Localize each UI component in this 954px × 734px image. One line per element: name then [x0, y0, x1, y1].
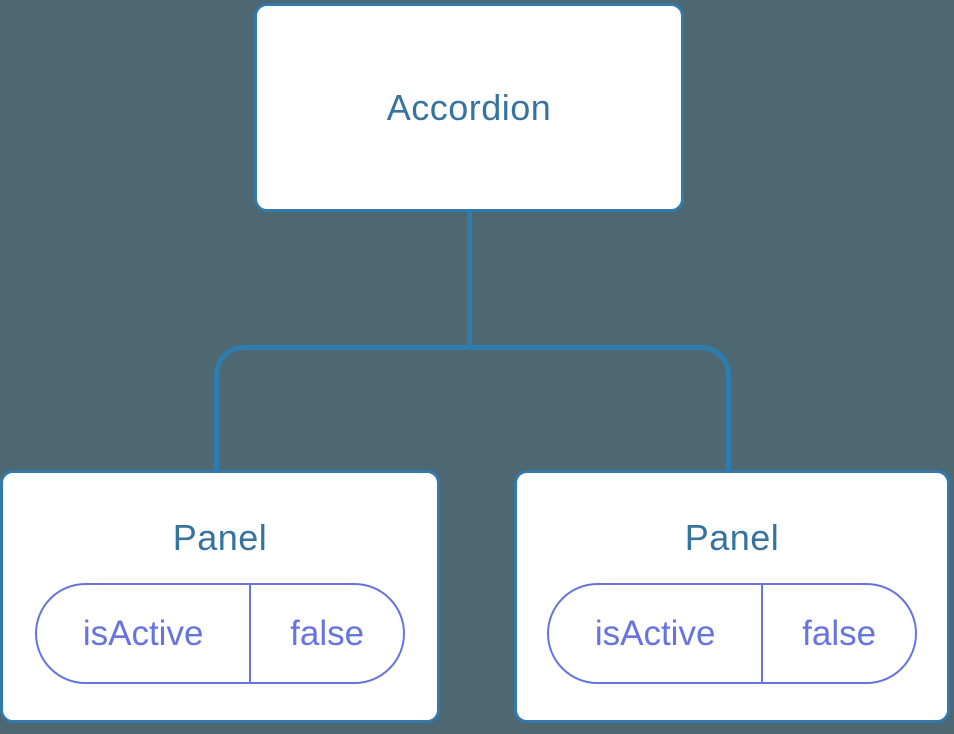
state-key: isActive	[82, 613, 204, 653]
panel-node-label: Panel	[684, 517, 780, 558]
connector-branch	[214, 345, 731, 471]
state-pill: isActive false	[35, 583, 405, 685]
state-pill: isActive false	[547, 583, 917, 685]
tree-node-panel-1: Panel isActive false	[0, 470, 440, 723]
connector-stem	[467, 211, 472, 348]
state-value: false	[761, 585, 915, 683]
state-value: false	[249, 585, 403, 683]
state-key: isActive	[594, 613, 716, 653]
panel-node-label: Panel	[172, 517, 268, 558]
accordion-node-label: Accordion	[386, 86, 552, 128]
tree-node-accordion: Accordion	[254, 3, 684, 212]
tree-node-panel-2: Panel isActive false	[514, 470, 950, 723]
